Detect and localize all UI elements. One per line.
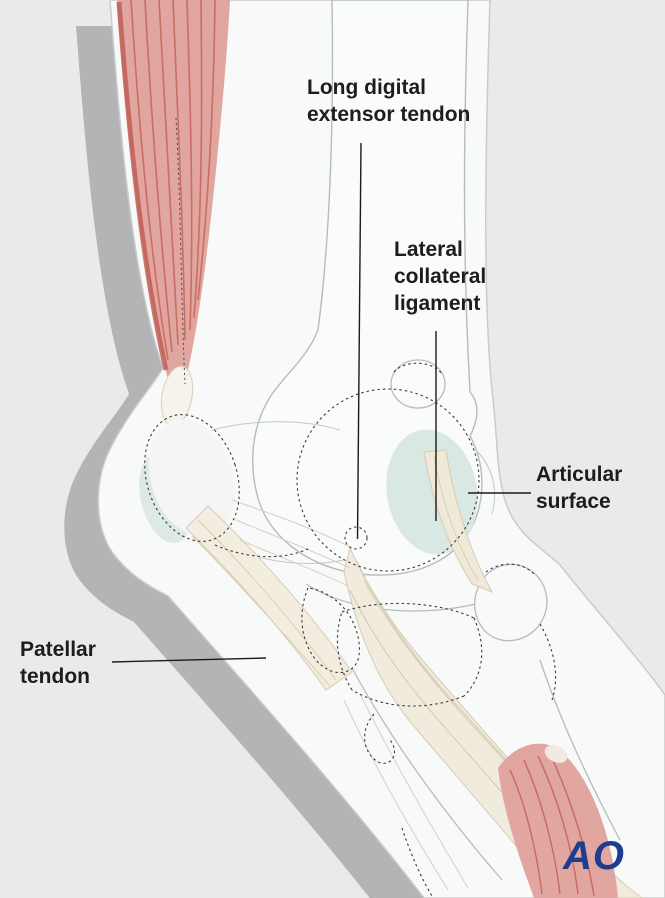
fabella: [390, 359, 446, 409]
label-line: surface: [536, 490, 611, 513]
calf-muscle: [498, 743, 618, 898]
lateral-collateral-ligament-band: [423, 449, 494, 593]
label-line: Long digital: [307, 76, 426, 99]
label-line: extensor tendon: [307, 103, 471, 126]
dashed-outlines: [144, 362, 557, 897]
capsule-fibres: [231, 499, 469, 891]
label-patellar-tendon: Patellar tendon: [20, 636, 96, 690]
label-line: tendon: [20, 665, 90, 688]
label-line: ligament: [394, 292, 481, 315]
patella-outline: [144, 414, 240, 542]
leader-patellar-tendon: [111, 657, 267, 663]
thigh-muscle: [116, 0, 230, 427]
label-line: Lateral: [394, 238, 463, 261]
label-line: Articular: [536, 463, 623, 486]
tibial-tuberosity-outline: [301, 587, 361, 674]
leader-lines: [111, 142, 531, 663]
label-articular-surface: Articular surface: [536, 461, 622, 515]
label-line: Patellar: [20, 638, 96, 661]
extensor-origin-outline: [344, 526, 368, 550]
patellar-tendon-band: [185, 505, 353, 691]
label-long-digital-extensor-tendon: Long digital extensor tendon: [307, 74, 470, 128]
ao-logo: AO: [563, 834, 625, 878]
label-lateral-collateral-ligament: Lateral collateral ligament: [394, 236, 486, 317]
label-line: collateral: [394, 265, 487, 288]
patella: [148, 419, 236, 537]
leader-long-digital-extensor-tendon: [356, 142, 362, 540]
fibula-head: [473, 563, 548, 642]
femoral-condyle-outline: [296, 388, 480, 572]
